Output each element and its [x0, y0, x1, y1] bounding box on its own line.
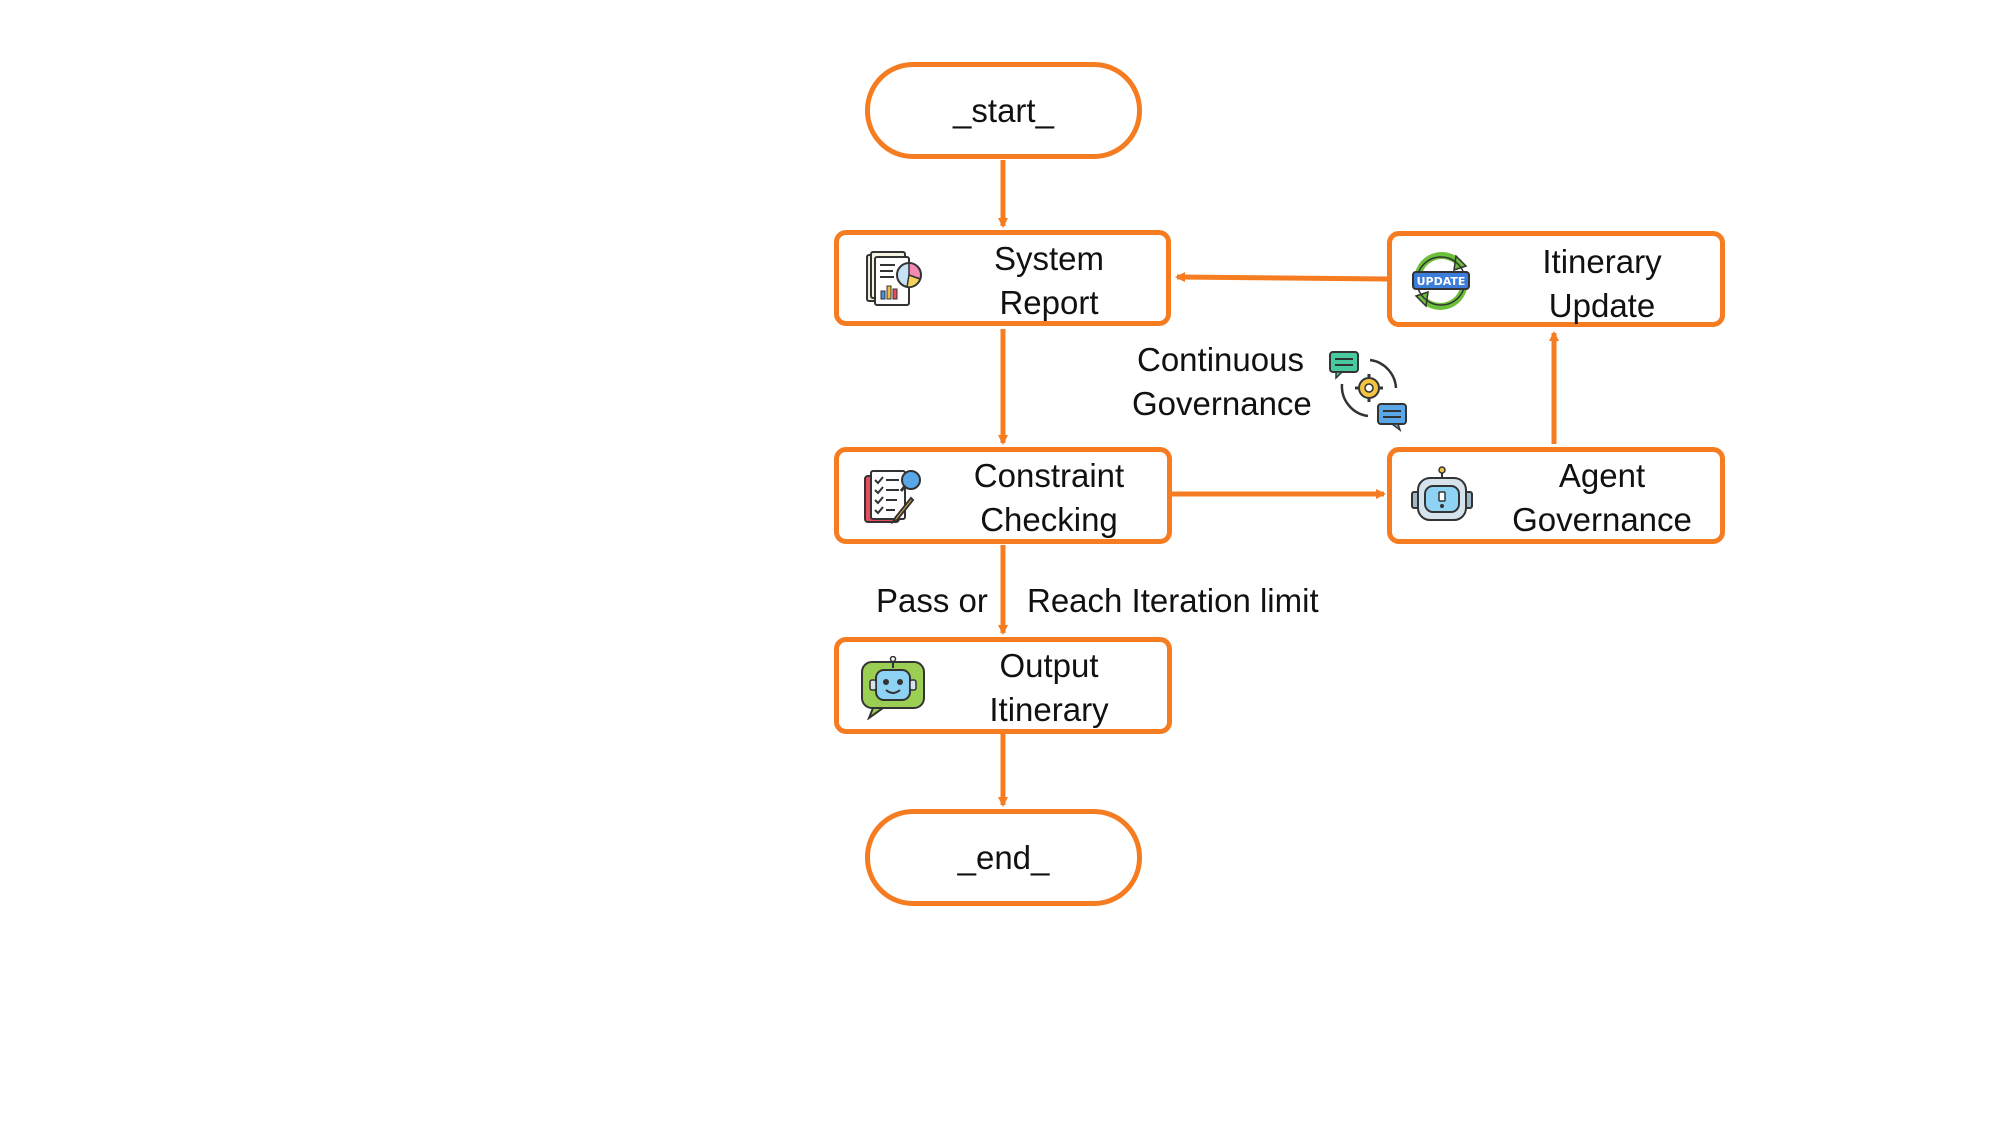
agent-governance-label-line1: Agent [1558, 457, 1646, 494]
chatbot-icon [859, 655, 927, 725]
system-report-node: System Report [834, 230, 1171, 326]
end-node: _end_ [865, 809, 1142, 906]
update-cycle-icon: UPDATE [1408, 248, 1474, 319]
constraint-checking-label-line2: Checking [980, 501, 1118, 538]
constraint-checking-label-line1: Constraint [973, 457, 1125, 494]
output-itinerary-label-line1: Output [999, 647, 1099, 684]
output-itinerary-label-line2: Itinerary [989, 691, 1109, 728]
chat-gear-cycle-icon [1328, 350, 1410, 437]
output-itinerary-node: Output Itinerary [834, 637, 1172, 734]
itinerary-update-label-line1: Itinerary [1542, 243, 1662, 280]
start-node: _start_ [865, 62, 1142, 159]
system-report-label-line1: System [993, 240, 1105, 277]
constraint-checking-node: Constraint Checking [834, 447, 1172, 544]
reach-iteration-limit-label: Reach Iteration limit [1027, 582, 1319, 619]
checklist-icon [861, 466, 925, 535]
continuous-governance-line2: Governance [1132, 385, 1312, 422]
agent-governance-label-line2: Governance [1512, 501, 1692, 538]
svg-text:UPDATE: UPDATE [1417, 275, 1466, 288]
end-label: _end_ [957, 839, 1050, 876]
itinerary-update-node: UPDATE Itinerary Update [1387, 231, 1725, 327]
continuous-governance-line1: Continuous [1137, 341, 1304, 378]
agent-governance-node: Agent Governance [1387, 447, 1725, 544]
start-label: _start_ [953, 92, 1054, 129]
edge-itinerary-update-to-system-report [1175, 272, 1388, 283]
robot-icon [1410, 466, 1474, 535]
itinerary-update-label-line2: Update [1548, 287, 1656, 324]
system-report-label-line2: Report [999, 284, 1099, 321]
report-chart-icon [863, 249, 925, 316]
pass-or-label: Pass or [876, 582, 988, 619]
